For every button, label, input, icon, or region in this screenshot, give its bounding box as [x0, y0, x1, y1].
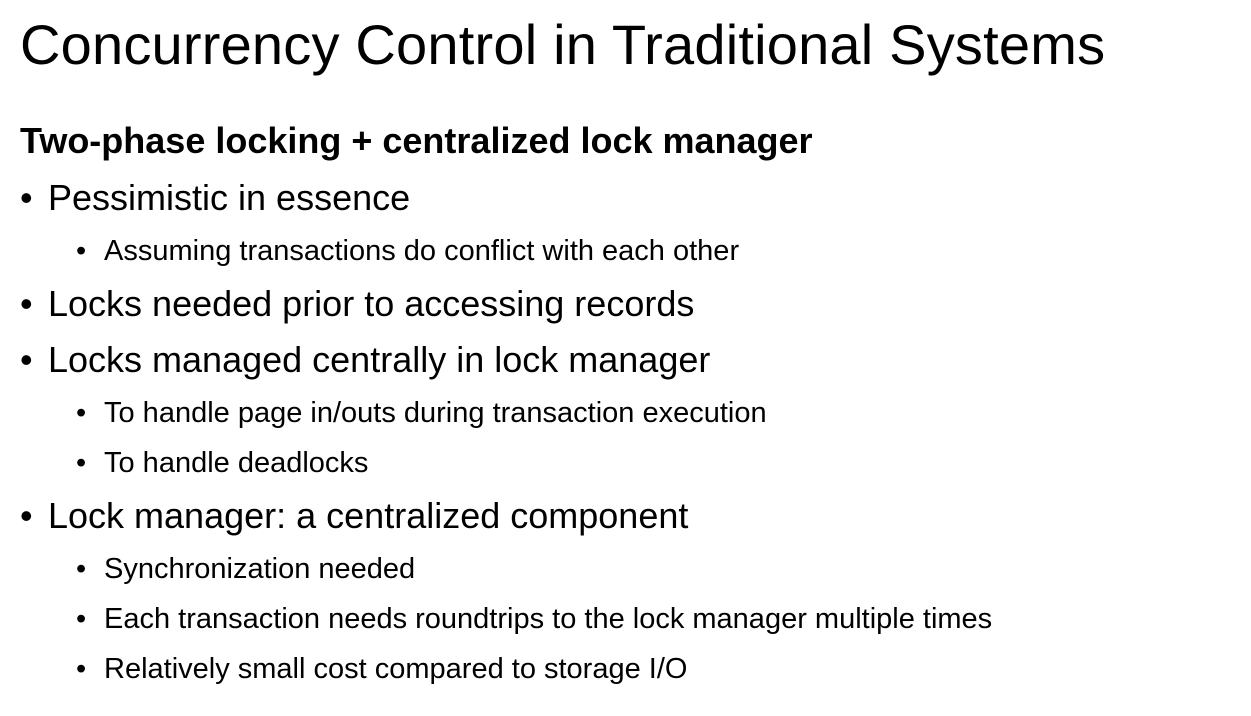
bullet-item-level-2: • Each transaction needs roundtrips to t… — [20, 594, 992, 644]
bullet-dot-icon: • — [76, 447, 87, 479]
bullet-text: Assuming transactions do conflict with e… — [104, 235, 740, 267]
bullet-dot-icon: • — [76, 553, 87, 585]
slide-title: Concurrency Control in Traditional Syste… — [20, 13, 1106, 76]
bullet-dot-icon: • — [20, 283, 33, 324]
bullet-text: To handle deadlocks — [104, 447, 369, 479]
bullet-dot-icon: • — [20, 339, 33, 380]
slide-subheading: Two-phase locking + centralized lock man… — [20, 120, 813, 161]
bullet-item-level-2: • To handle deadlocks — [20, 438, 992, 488]
bullet-dot-icon: • — [76, 397, 87, 429]
bullet-item-level-2: • Assuming transactions do conflict with… — [20, 226, 992, 276]
bullet-text: Lock manager: a centralized component — [48, 495, 689, 536]
bullet-item-level-1: • Locks managed centrally in lock manage… — [20, 332, 992, 388]
bullet-dot-icon: • — [20, 495, 33, 536]
bullet-dot-icon: • — [76, 235, 87, 267]
bullet-item-level-2: • Synchronization needed — [20, 544, 992, 594]
bullet-item-level-1: • Pessimistic in essence — [20, 170, 992, 226]
bullet-dot-icon: • — [76, 603, 87, 635]
bullet-text: Each transaction needs roundtrips to the… — [104, 603, 993, 635]
bullet-text: Pessimistic in essence — [48, 177, 411, 218]
bullet-text: Relatively small cost compared to storag… — [104, 653, 688, 685]
bullet-item-level-1: • Locks needed prior to accessing record… — [20, 276, 992, 332]
bullet-item-level-2: • Relatively small cost compared to stor… — [20, 644, 992, 694]
bullet-text: Synchronization needed — [104, 553, 416, 585]
bullet-dot-icon: • — [76, 653, 87, 685]
bullet-text: Locks managed centrally in lock manager — [48, 339, 711, 380]
bullet-list: • Pessimistic in essence • Assuming tran… — [20, 170, 992, 694]
bullet-text: To handle page in/outs during transactio… — [104, 397, 767, 429]
bullet-dot-icon: • — [20, 177, 33, 218]
bullet-item-level-2: • To handle page in/outs during transact… — [20, 388, 992, 438]
bullet-text: Locks needed prior to accessing records — [48, 283, 695, 324]
bullet-item-level-1: • Lock manager: a centralized component — [20, 488, 992, 544]
